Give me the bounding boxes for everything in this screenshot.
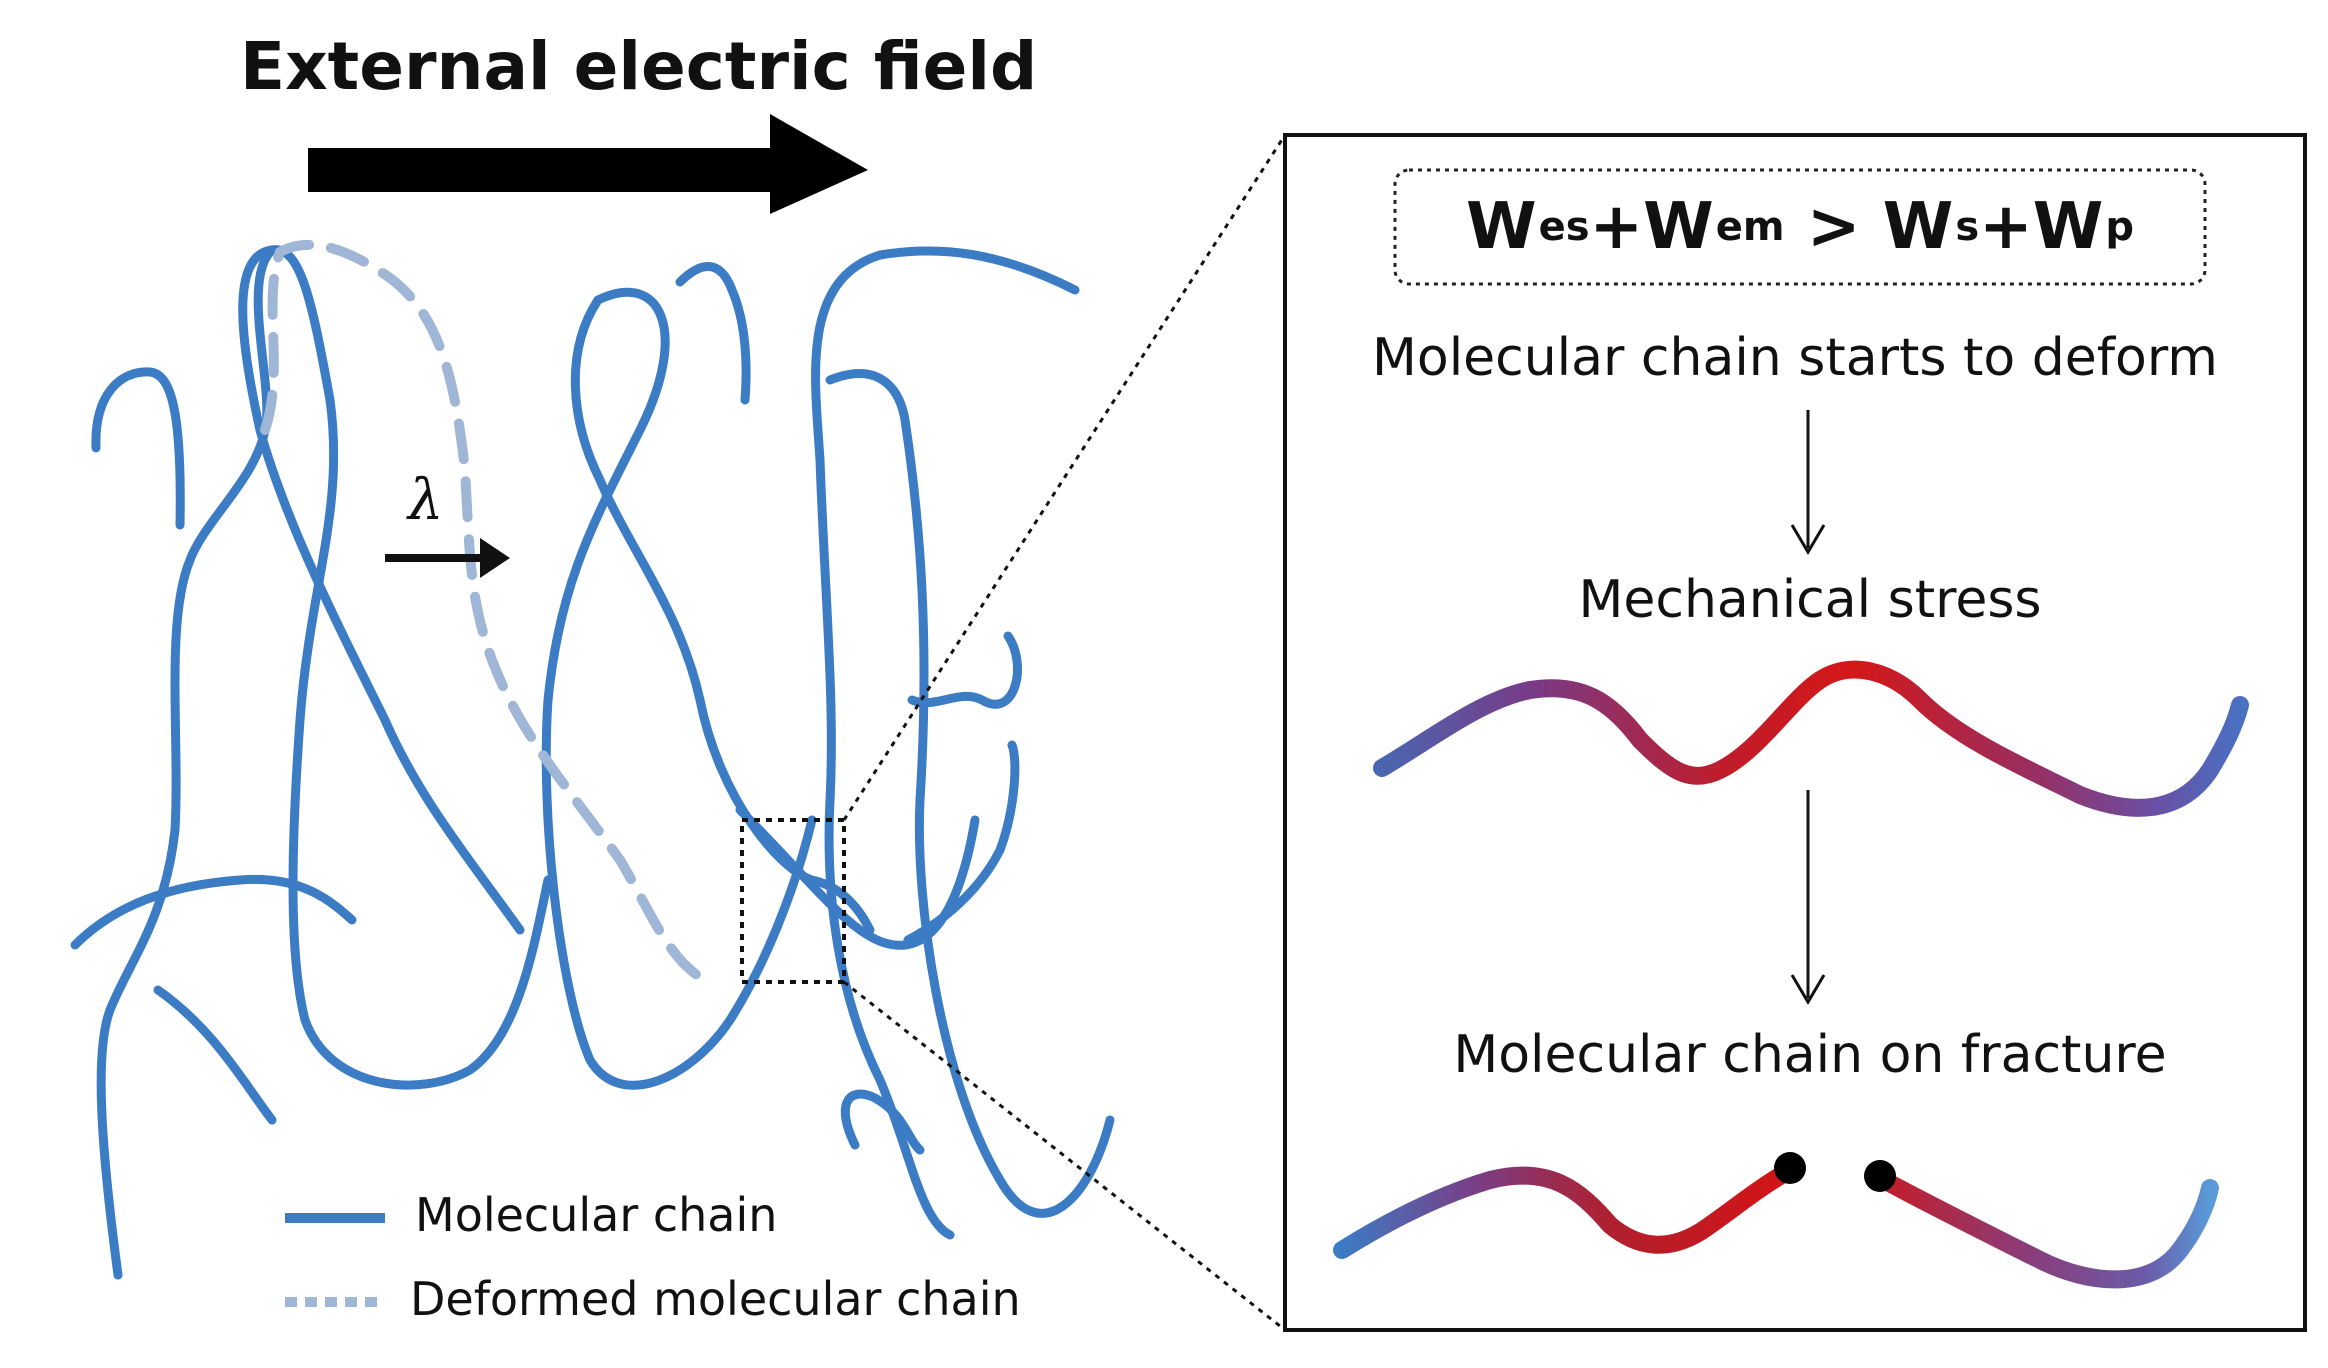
field-label: External electric field	[240, 28, 1038, 105]
eq-sub-s: s	[1955, 204, 1980, 250]
chain-4	[70, 874, 357, 950]
chain-12	[825, 369, 1115, 1218]
eq-sub-p: p	[2105, 204, 2134, 250]
fractured-chain-left	[1333, 1161, 1799, 1259]
chain-6	[238, 245, 525, 935]
lambda-arrow-head	[480, 538, 510, 578]
eq-sub-em: em	[1715, 204, 1785, 250]
chain-3	[96, 245, 277, 1280]
eq-w-em: W	[1643, 190, 1714, 264]
field-arrow	[308, 114, 868, 214]
eq-w-es: W	[1465, 190, 1537, 264]
process-arrow-2-head	[1790, 974, 1826, 1005]
eq-plus-1: +	[1589, 190, 1644, 264]
deformed-chain	[260, 239, 710, 985]
zoom-connector-top	[842, 134, 1287, 821]
lambda-label: λ	[408, 468, 444, 533]
stressed-chain	[1373, 660, 2249, 817]
eq-w-s: W	[1882, 190, 1954, 264]
chain-9	[570, 295, 875, 935]
legend-solid-label: Molecular chain	[415, 1188, 778, 1242]
molecular-chains	[70, 245, 1115, 1280]
chain-1	[91, 367, 185, 530]
eq-sub-es: es	[1538, 204, 1590, 250]
eq-plus-2: +	[1979, 190, 2033, 264]
fractured-chain-right	[1871, 1169, 2219, 1289]
break-point-right	[1864, 1160, 1896, 1192]
zoom-box	[740, 818, 846, 984]
chain-15	[840, 1089, 925, 1155]
chain-11	[811, 246, 1080, 1240]
chain-8	[541, 287, 817, 1090]
eq-gt: >	[1784, 190, 1883, 264]
eq-w-p: W	[2032, 190, 2104, 264]
chain-2	[267, 245, 553, 1090]
break-point-left	[1774, 1152, 1806, 1184]
chain-10	[675, 262, 751, 405]
chain-14	[903, 740, 1020, 945]
chain-13	[907, 631, 1022, 709]
equation-frame	[1393, 168, 2207, 286]
chain-5	[153, 985, 277, 1125]
step-stress: Mechanical stress	[1578, 570, 2042, 630]
step-deform: Molecular chain starts to deform	[1372, 328, 2218, 388]
step-fracture: Molecular chain on fracture	[1453, 1025, 2167, 1085]
process-arrow-1-head	[1790, 524, 1826, 555]
legend-dashed-label: Deformed molecular chain	[410, 1272, 1021, 1326]
